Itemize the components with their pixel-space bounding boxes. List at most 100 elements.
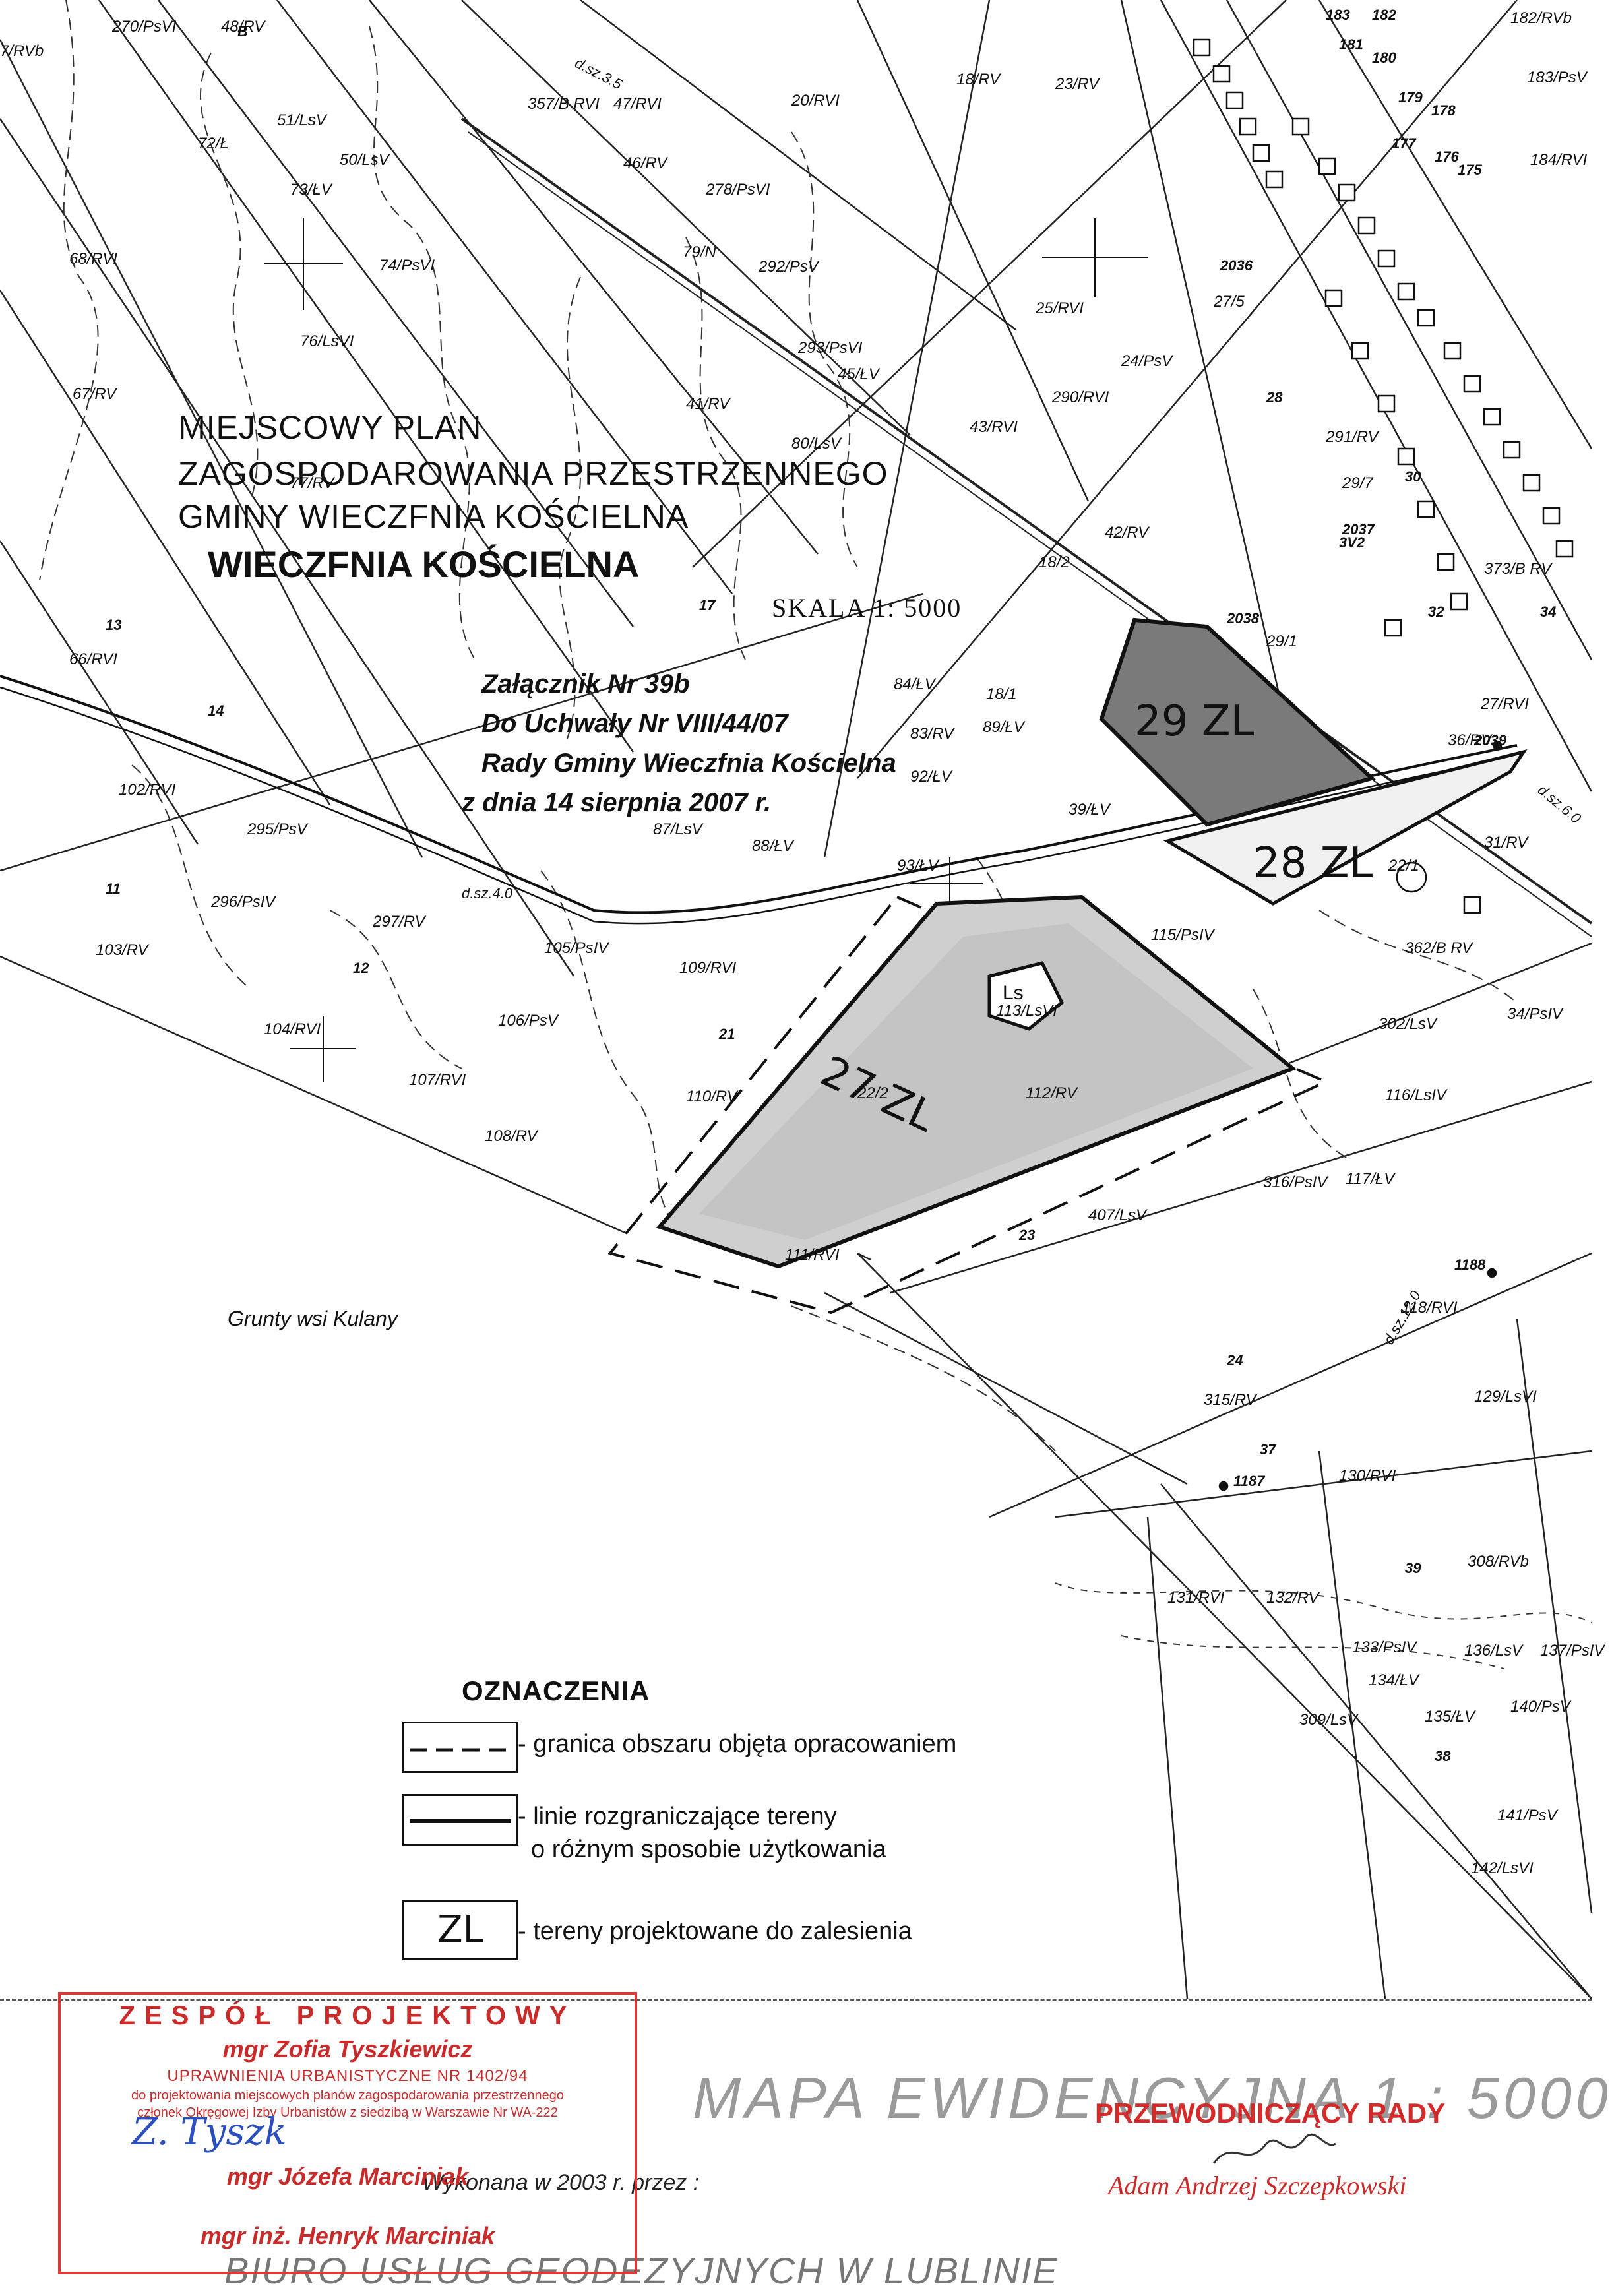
stamp-line-5: członek Okręgowej Izby Urbanistów z sied… xyxy=(137,2105,558,2120)
parcel-label: 132/RV xyxy=(1266,1589,1320,1607)
annex-line4: z dnia 14 sierpnia 2007 r. xyxy=(461,788,771,817)
parcel-label: 183/PsV xyxy=(1527,69,1588,86)
parcel-label: 130/RVI xyxy=(1339,1467,1396,1485)
parcel-label: 7/RVb xyxy=(0,42,44,60)
parcel-label: 41/RV xyxy=(686,395,731,413)
parcel-label: 183 xyxy=(1326,7,1350,23)
parcel-label: 29/1 xyxy=(1266,633,1297,650)
footer-mapa-ewidencyjna: MAPA EWIDENCYJNA 1 : 5000 xyxy=(693,2065,1612,2130)
parcel-label: 38 xyxy=(1435,1748,1451,1764)
parcel-label: 34 xyxy=(1540,604,1556,620)
stamp-line-6: mgr Józefa Marciniak xyxy=(226,2163,469,2190)
parcel-label: 67/RV xyxy=(73,385,117,403)
parcel-label: 178 xyxy=(1431,102,1456,119)
stamp-line-1: ZESPÓŁ PROJEKTOWY xyxy=(119,2001,576,2030)
parcel-label: 51/LsV xyxy=(277,111,328,129)
parcel-label: 89/ŁV xyxy=(983,718,1026,736)
parcel-label: 32 xyxy=(1428,604,1444,620)
plan-title-line1: MIEJSCOWY PLAN xyxy=(178,409,481,446)
parcel-label: 79/N xyxy=(683,243,716,261)
annex-line2: Do Uchwały Nr VIII/44/07 xyxy=(481,709,789,738)
parcel-label: 2039 xyxy=(1473,732,1507,749)
footer-biuro: BIURO USŁUG GEODEZYJNYCH W LUBLINIE xyxy=(224,2250,1059,2291)
parcel-label: 3V2 xyxy=(1339,534,1365,551)
parcel-label: 108/RV xyxy=(485,1127,539,1145)
stamp-line-2: mgr Zofia Tyszkiewicz xyxy=(222,2035,473,2063)
parcel-label: 24/PsV xyxy=(1121,352,1173,370)
parcel-label: 182 xyxy=(1372,7,1396,23)
zone-28zl-shape xyxy=(1163,749,1528,906)
parcel-label: 116/LsIV xyxy=(1385,1086,1448,1104)
legend-title: OZNACZENIA xyxy=(462,1675,650,1706)
parcel-label: 28 xyxy=(1266,389,1283,406)
landuse-dashed-lines xyxy=(39,0,1592,1669)
road-label-12: d.sz.12.0 xyxy=(1380,1288,1425,1347)
parcel-label: 25/RVI xyxy=(1035,299,1084,317)
parcel-label: 47/RVI xyxy=(613,95,662,113)
parcel-label: 104/RVI xyxy=(264,1020,321,1038)
parcel-label: 137/PsIV xyxy=(1540,1642,1605,1660)
survey-crosses xyxy=(264,218,1148,1082)
parcel-label: 115/PsIV xyxy=(1151,926,1216,944)
parcel-label: 113/LsVI xyxy=(996,1002,1057,1020)
parcel-label: 83/RV xyxy=(910,725,955,743)
parcel-label: 36/RV xyxy=(1448,731,1493,749)
plan-title-line4: WIECZFNIA KOŚCIELNA xyxy=(208,543,639,585)
parcel-label: 357/B RVI xyxy=(528,95,600,113)
legend-item-3: - tereny projektowane do zalesienia xyxy=(518,1917,912,1945)
parcel-label: 297/RV xyxy=(372,913,427,931)
parcel-label: 278/PsVI xyxy=(705,181,770,199)
parcel-label: 133/PsIV xyxy=(1352,1638,1417,1656)
parcel-label: 109/RVI xyxy=(679,959,737,977)
chair-title: PRZEWODNICZĄCY RADY xyxy=(1095,2097,1446,2128)
parcel-label: 181 xyxy=(1339,36,1363,53)
parcel-label: 37 xyxy=(1260,1441,1277,1458)
parcel-label: 292/PsV xyxy=(758,258,820,276)
parcel-label: 84/ŁV xyxy=(894,675,937,693)
parcel-label: 45/ŁV xyxy=(838,365,881,383)
map-symbols xyxy=(1218,740,1503,1491)
parcel-label: 118/RVI xyxy=(1402,1299,1458,1317)
parcel-label: 20/RVI xyxy=(791,92,840,109)
parcel-label: 77/RV xyxy=(290,474,335,492)
parcel-label: 290/RVI xyxy=(1051,388,1109,406)
annex-line3: Rady Gminy Wieczfnia Kościelna xyxy=(481,749,896,778)
parcel-label: 42/RV xyxy=(1105,524,1150,542)
parcel-label: 407/LsV xyxy=(1088,1206,1148,1224)
parcel-label: 309/LsV xyxy=(1299,1711,1359,1729)
zone-28zl-label: 28 ZL xyxy=(1253,839,1373,888)
parcel-label: 362/B RV xyxy=(1405,939,1473,957)
parcel-label: 22/2 xyxy=(857,1084,888,1102)
legend-item-2b: o różnym sposobie użytkowania xyxy=(531,1836,886,1863)
parcel-label: 1188 xyxy=(1454,1257,1486,1273)
parcel-label: 2038 xyxy=(1226,610,1260,627)
stamp-line-4: do projektowania miejscowych planów zago… xyxy=(131,2088,564,2103)
parcel-label: 76/LsVI xyxy=(300,332,354,350)
parcel-label: 175 xyxy=(1458,162,1482,178)
legend-zl-symbol: ZL xyxy=(402,1900,518,1960)
parcel-label: 39 xyxy=(1405,1560,1421,1576)
buildings-cluster xyxy=(1193,38,1574,914)
annex-line1: Załącznik Nr 39b xyxy=(481,669,690,698)
parcel-label: 296/PsIV xyxy=(210,893,276,911)
parcel-label: 291/RV xyxy=(1325,428,1380,446)
study-area-boundary xyxy=(607,895,1329,1315)
parcel-label: 34/PsIV xyxy=(1507,1005,1564,1023)
parcel-label: 21 xyxy=(718,1026,735,1042)
forest-ls-label: Ls xyxy=(1003,982,1024,1004)
parcel-label: 111/RVI xyxy=(785,1246,840,1264)
parcel-label: 141/PsV xyxy=(1497,1807,1559,1824)
grunty-kulany-label: Grunty wsi Kulany xyxy=(228,1307,399,1330)
parcel-label: 50/LsV xyxy=(340,151,390,169)
legend-solid-line-icon xyxy=(410,1819,511,1823)
parcel-label: 22/1 xyxy=(1388,857,1419,875)
design-team-stamp: ZESPÓŁ PROJEKTOWY mgr Zofia Tyszkiewicz … xyxy=(58,1992,637,2274)
stamp-line-3: UPRAWNIENIA URBANISTYCZNE NR 1402/94 xyxy=(167,2067,528,2085)
parcel-label: 39/ŁV xyxy=(1069,801,1111,819)
parcel-label: 270/PsVI xyxy=(111,18,177,36)
parcel-label: 23 xyxy=(1018,1227,1035,1243)
parcel-label: 129/LsVI xyxy=(1474,1388,1537,1406)
parcel-label: 316/PsIV xyxy=(1263,1173,1328,1191)
